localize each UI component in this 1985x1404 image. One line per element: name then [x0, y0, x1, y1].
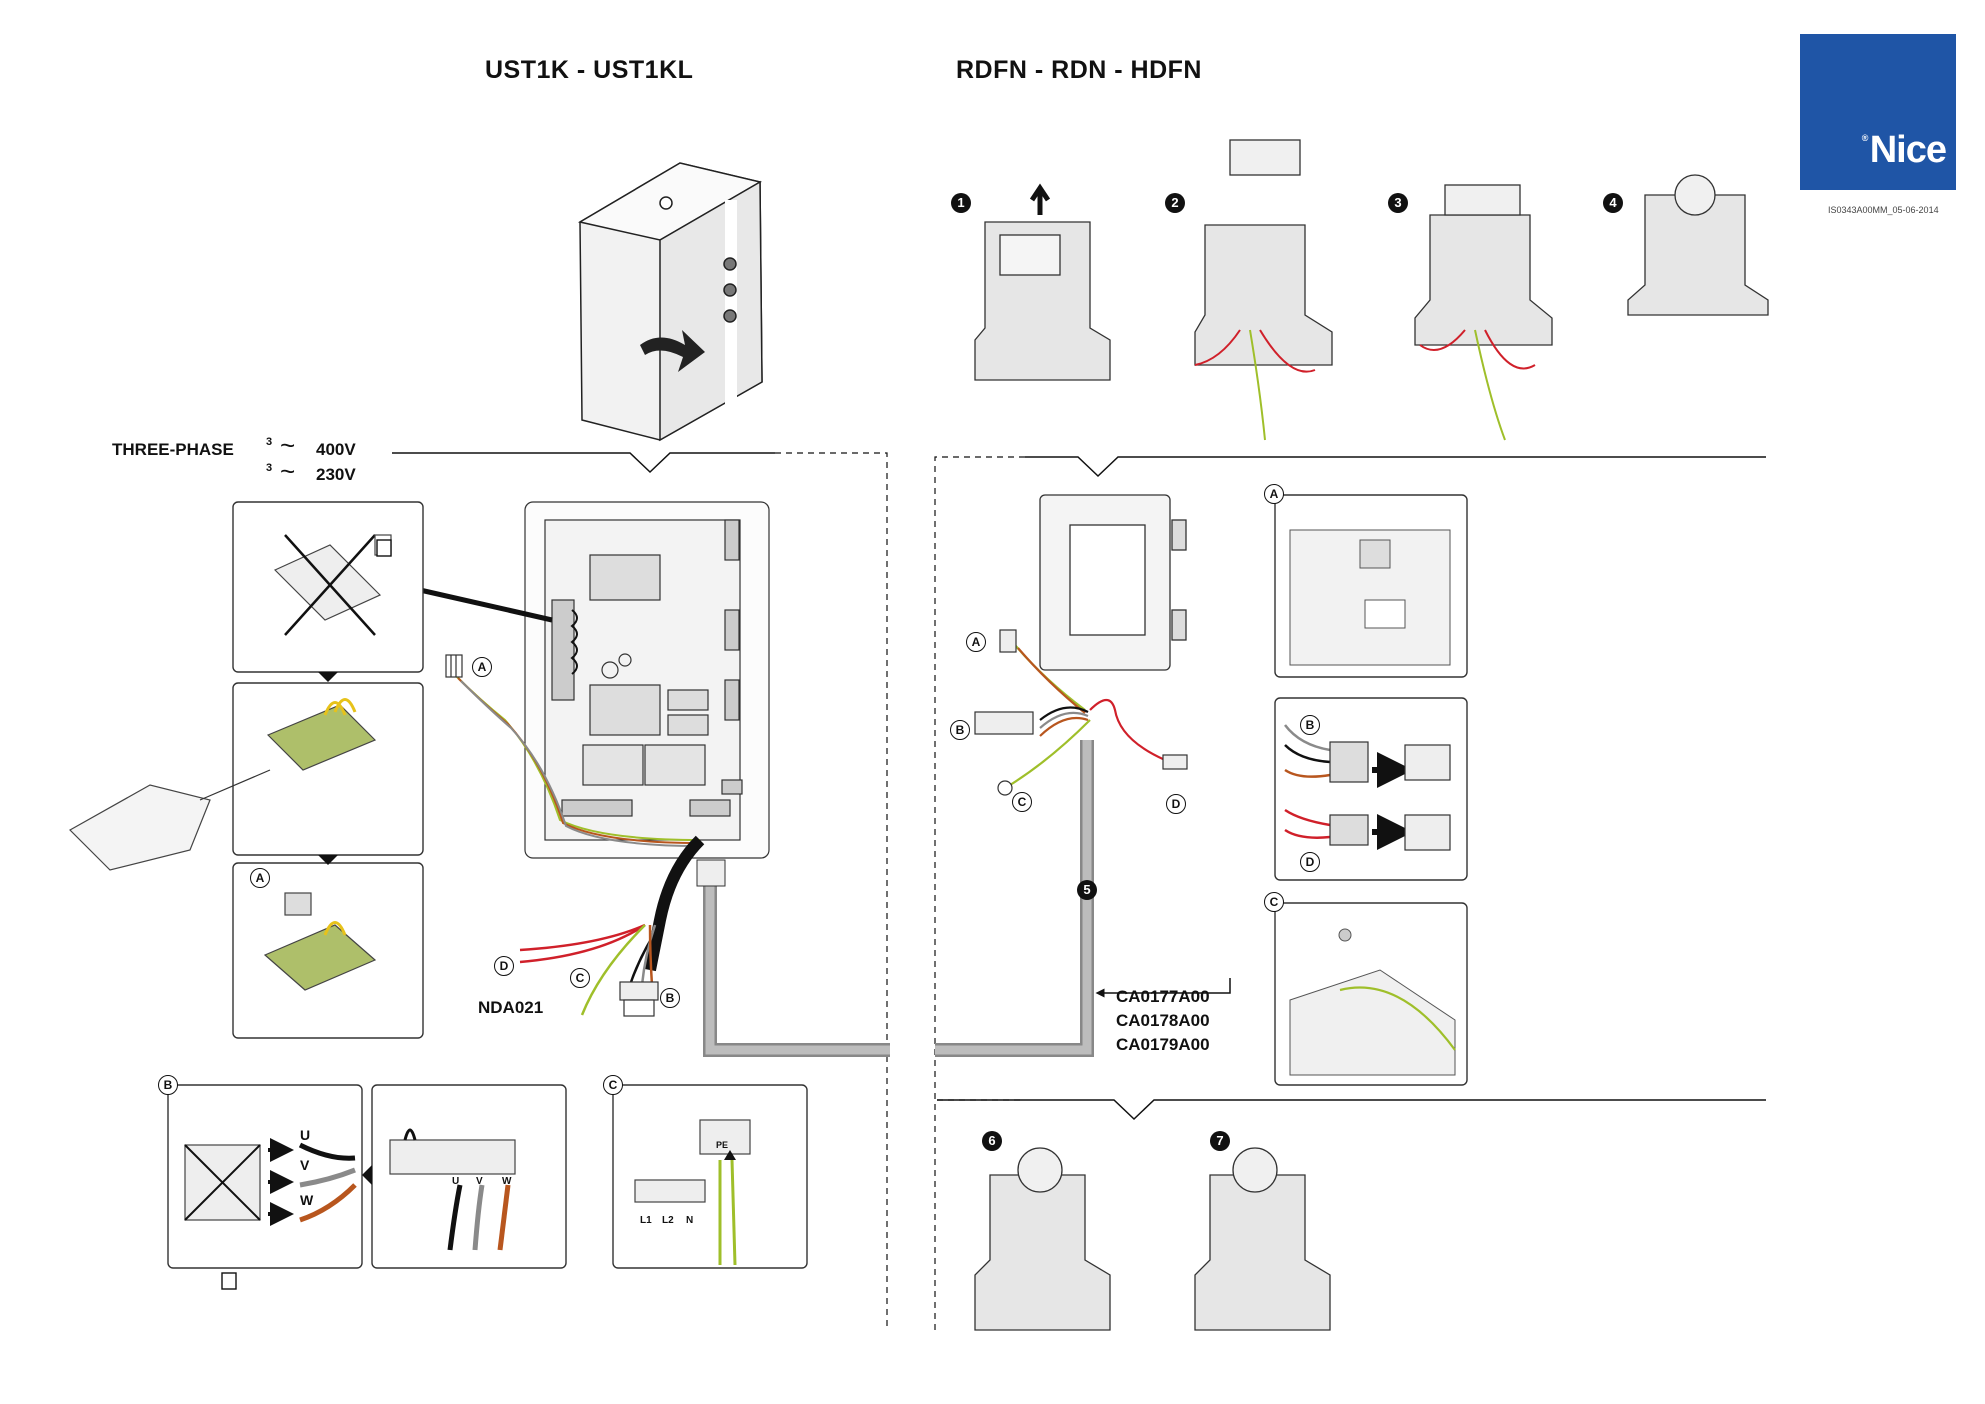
- cable-code-1: CA0177A00: [1116, 987, 1210, 1006]
- step-badge-6: 6: [982, 1131, 1002, 1151]
- terminal-w: W: [502, 1176, 512, 1187]
- terminal-u: U: [452, 1176, 460, 1187]
- callout-b-detail: B: [1300, 715, 1320, 735]
- bottom-panels: [167, 1084, 808, 1269]
- step-badge-7: 7: [1210, 1131, 1230, 1151]
- control-board: [524, 501, 770, 859]
- detail-a-content: [1289, 529, 1451, 666]
- nice-logo: ®Nice: [1800, 34, 1956, 190]
- zoom-pointer: [419, 587, 553, 623]
- step-badge-3: 3: [1388, 193, 1408, 213]
- callout-c-junction: C: [1012, 792, 1032, 812]
- dashed-boundaries: [775, 452, 1025, 1330]
- panel-3-content: [263, 892, 377, 991]
- phase-w-label: W: [300, 1192, 314, 1208]
- step-wires: [1194, 329, 1536, 441]
- callout-c-detail: C: [1264, 892, 1284, 912]
- callout-a-panel: A: [250, 868, 270, 888]
- callout-a-detail: A: [1264, 484, 1284, 504]
- phase-count-a: 3: [266, 436, 273, 448]
- trash-icons: [221, 539, 392, 1290]
- junction-connectors: [974, 629, 1188, 796]
- junction-box: [1039, 494, 1187, 671]
- ac-wave-icon: ~: [280, 430, 296, 460]
- board-harness: [454, 674, 701, 847]
- motor-cable-left: [644, 835, 890, 1057]
- connector-b-left: [619, 981, 659, 1017]
- phase-v-label: V: [300, 1157, 310, 1173]
- three-phase-label: THREE-PHASE: [112, 440, 234, 459]
- terminal-l2: L2: [662, 1215, 674, 1226]
- phase-u-label: U: [300, 1127, 311, 1143]
- callout-d-junction: D: [1166, 794, 1186, 814]
- panel-pointers: [318, 672, 338, 865]
- phase-count-b: 3: [266, 462, 273, 474]
- cable-code-2: CA0178A00: [1116, 1011, 1210, 1030]
- bottom-b-content: [184, 1128, 516, 1251]
- cable-code-3: CA0179A00: [1116, 1035, 1210, 1054]
- terminal-n: N: [686, 1215, 694, 1226]
- callout-b-board: B: [660, 988, 680, 1008]
- bottom-c-content: [634, 1119, 751, 1266]
- harness-a-connector: [445, 654, 463, 678]
- terminal-l1: L1: [640, 1215, 652, 1226]
- detail-c-content: [1289, 928, 1456, 1076]
- callout-b-junction: B: [950, 720, 970, 740]
- step-badge-1: 1: [951, 193, 971, 213]
- document-id: IS0343A00MM_05-06-2014: [1828, 205, 1939, 215]
- callout-a-board: A: [472, 657, 492, 677]
- ac-wave-icon-2: ~: [280, 456, 296, 486]
- title-ust1k: UST1K - UST1KL: [485, 56, 694, 84]
- junction-wires: [1009, 644, 1166, 786]
- motor-cable-right: [935, 740, 1231, 1057]
- callout-c-board: C: [570, 968, 590, 988]
- nda021-label: NDA021: [478, 998, 544, 1017]
- panel-2-content: [69, 698, 377, 871]
- callout-c-bottom: C: [603, 1075, 623, 1095]
- rdfn-steps-row: [974, 139, 1769, 381]
- step-badge-2: 2: [1165, 193, 1185, 213]
- control-box-closed: [577, 162, 763, 442]
- step-badge-5: 5: [1077, 880, 1097, 900]
- title-rdfn: RDFN - RDN - HDFN: [956, 56, 1202, 84]
- section-dividers: [392, 452, 1766, 1121]
- callout-d-board: D: [494, 956, 514, 976]
- callout-b-bottom: B: [158, 1075, 178, 1095]
- rdfn-bottom-steps: [974, 1147, 1331, 1331]
- detail-bd-content: [1284, 724, 1451, 851]
- callout-d-detail: D: [1300, 852, 1320, 872]
- terminal-pe: PE: [716, 1140, 729, 1150]
- callout-a-junction: A: [966, 632, 986, 652]
- voltage-230: 230V: [316, 465, 356, 484]
- cable-lead-wires: [519, 923, 662, 1016]
- step-badge-4: 4: [1603, 193, 1623, 213]
- voltage-400: 400V: [316, 440, 356, 459]
- cable-code-list: CA0177A00 CA0178A00 CA0179A00: [1116, 985, 1210, 1057]
- terminal-v: V: [476, 1176, 483, 1187]
